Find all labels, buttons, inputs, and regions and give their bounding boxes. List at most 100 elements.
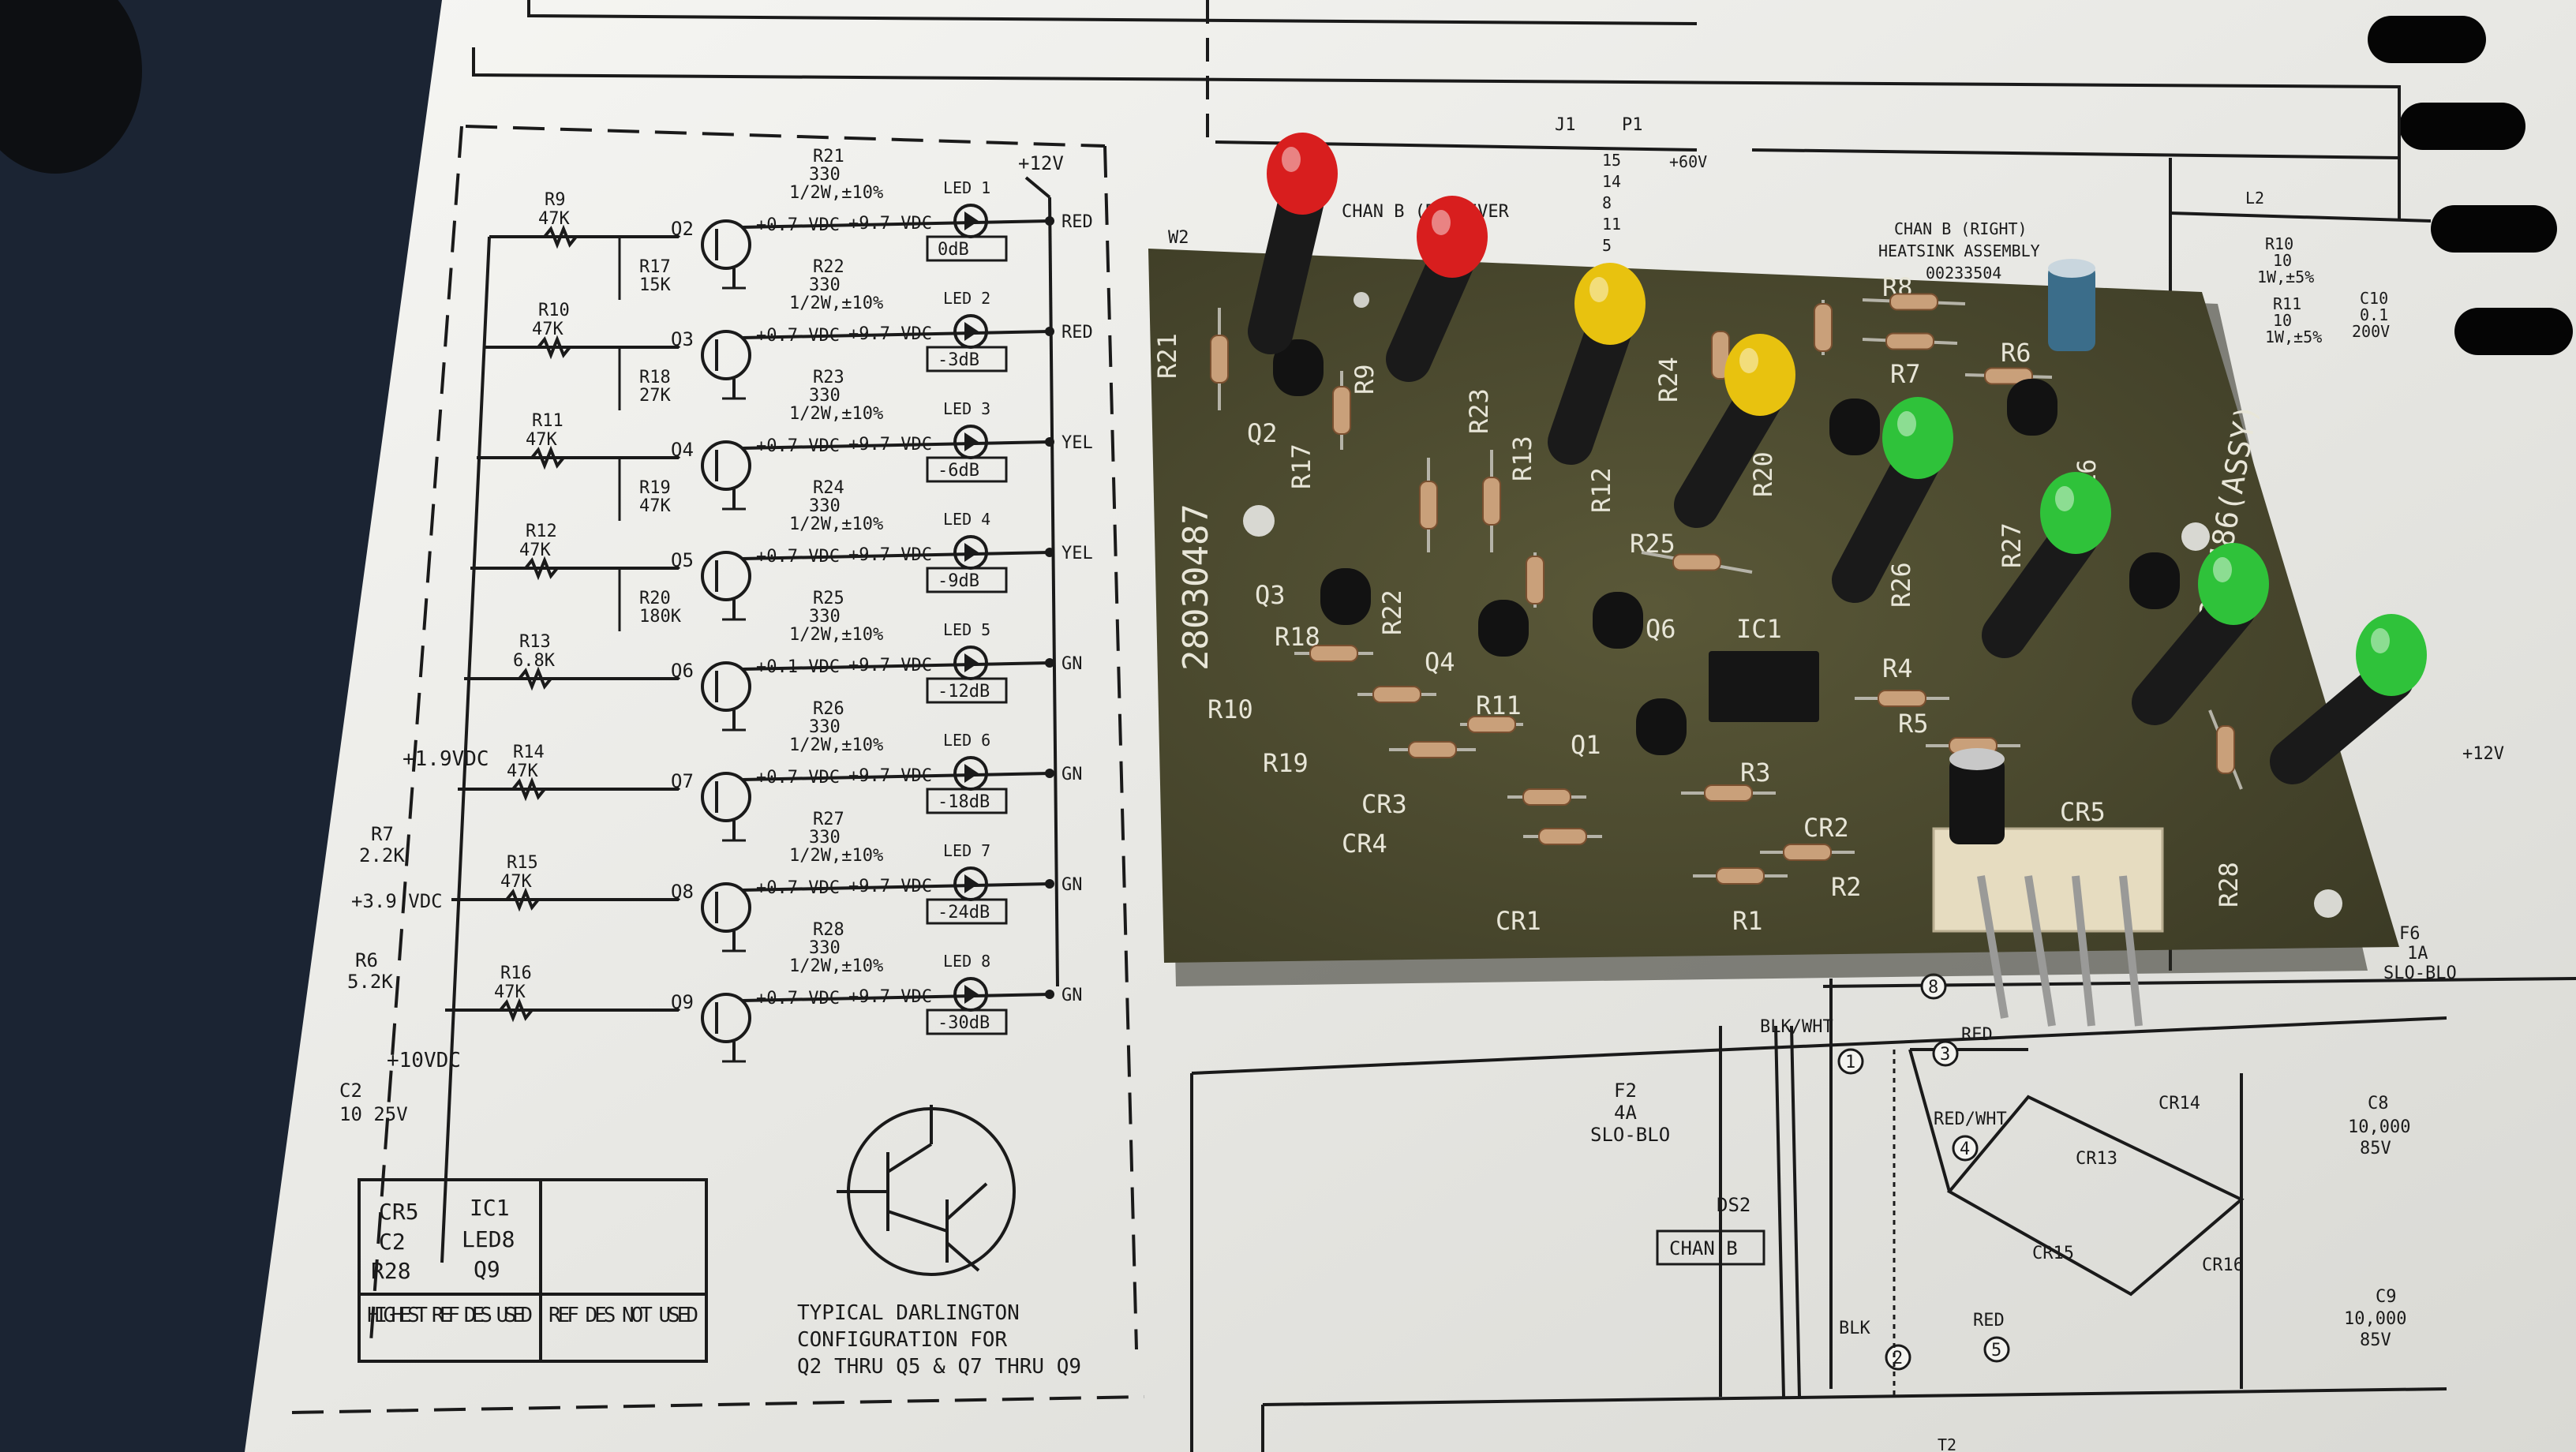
resistor-body <box>1526 556 1544 604</box>
divider-r7-val: 2.2K <box>359 844 405 866</box>
divider-c2-ref: C2 <box>339 1080 362 1102</box>
led-highlight <box>1897 411 1916 436</box>
pin-marker-label: 8 <box>1928 978 1938 997</box>
c9-val: 10,000 <box>2344 1309 2406 1329</box>
led-ref: LED 7 <box>943 841 990 860</box>
led-highlight <box>1282 147 1301 172</box>
silkscreen-label: R19 <box>1263 748 1309 778</box>
base-resistor-value: 47K <box>519 541 551 560</box>
base-resistor-value: 47K <box>532 320 564 339</box>
level-box <box>926 1009 1008 1035</box>
divider-chain: +1.9VDC R7 2.2K +3.9 VDC R6 5.2K +10VDC … <box>339 152 1064 1125</box>
pcb-resistors <box>1210 293 2243 885</box>
divider-c2-val: 10 25V <box>339 1103 408 1125</box>
transistor-ref: Q2 <box>671 218 694 240</box>
connector-j1: J1 <box>1555 115 1576 135</box>
pin-marker-label: 3 <box>1940 1045 1950 1065</box>
c9-rating: 85V <box>2360 1330 2391 1350</box>
background-object <box>0 0 142 174</box>
supply-label-12v: +12V <box>1018 152 1064 174</box>
collector-voltage: +9.7 VDC <box>848 545 932 565</box>
silkscreen-label: R27 <box>1997 522 2027 568</box>
collector-resistor-value: 330 <box>809 165 841 185</box>
silkscreen-label: R3 <box>1740 758 1771 788</box>
collector-voltage: +9.7 VDC <box>848 214 932 234</box>
silkscreen-label: R6 <box>2001 338 2031 368</box>
r10-right-val: 10 <box>2273 251 2292 270</box>
darlington-symbol <box>837 1105 1016 1276</box>
base-resistor-value: 47K <box>507 762 538 781</box>
resistor-body <box>1814 303 1833 352</box>
base-resistor-value: 47K <box>500 872 532 892</box>
collector-voltage: +9.7 VDC <box>848 987 932 1007</box>
ref-table-cell: LED8 <box>462 1226 515 1252</box>
led-lens <box>2198 543 2269 625</box>
emitter-resistor-ref: R18 <box>639 368 671 387</box>
collector-voltage: +9.7 VDC <box>848 877 932 896</box>
connector-pin: 15 <box>1602 151 1621 170</box>
base-resistor-ref: R14 <box>513 743 545 762</box>
pcb-led <box>1982 472 2111 658</box>
level-label: -12dB <box>938 682 990 702</box>
blue-capacitor <box>2048 264 2095 351</box>
transistor-symbol <box>701 882 751 933</box>
divider-r6-ref: R6 <box>355 949 378 971</box>
resistor-body <box>1482 477 1501 526</box>
collector-voltage: +9.7 VDC <box>848 656 932 675</box>
silkscreen-label: R12 <box>1586 467 1616 513</box>
capacitor-top <box>1949 748 2005 770</box>
ref-table-cell: C2 <box>379 1229 406 1255</box>
silkscreen-label: R26 <box>1886 562 1916 608</box>
transformer-label: T2 <box>1938 1435 1956 1452</box>
base-resistor-ref: R10 <box>538 301 570 320</box>
ds2-label: DS2 <box>1717 1194 1750 1216</box>
transistor-symbol <box>701 661 751 712</box>
transistor-package <box>1636 698 1687 755</box>
silkscreen-label: R2 <box>1831 872 1862 902</box>
pin-marker-label: 4 <box>1960 1140 1970 1159</box>
blue-capacitor-top <box>2048 259 2095 278</box>
heatsink-label: CHAN B (RIGHT) <box>1894 219 2027 238</box>
connector-pin: 14 <box>1602 172 1621 191</box>
pin-marker-label: 5 <box>1991 1341 2001 1360</box>
f6-type: SLO-BLO <box>2383 964 2457 983</box>
connector-pin: 5 <box>1602 236 1612 255</box>
base-voltage: +0.7 VDC <box>756 326 840 346</box>
collector-resistor-rating: 1/2W,±10% <box>789 846 883 866</box>
supply-label-60v: +60V <box>1669 152 1707 171</box>
diode-label: CR14 <box>2159 1094 2200 1113</box>
led-color-label: GN <box>1061 765 1083 784</box>
collector-resistor-rating: 1/2W,±10% <box>789 625 883 645</box>
c10-ref: C10 <box>2360 289 2388 308</box>
led-ref: LED 1 <box>943 178 990 197</box>
silkscreen-label: R5 <box>1898 709 1929 739</box>
collector-resistor-rating: 1/2W,±10% <box>789 294 883 313</box>
level-label: -9dB <box>938 571 979 591</box>
pcb-board: 28030487 00233486(ASSY) R21Q2R9R17R23R13… <box>1148 133 2427 1027</box>
darlington-caption-line: Q2 THRU Q5 & Q7 THRU Q9 <box>797 1355 1081 1379</box>
collector-resistor-ref: R26 <box>813 699 844 719</box>
base-resistor-ref: R13 <box>519 632 551 652</box>
silkscreen-label: R13 <box>1507 436 1537 481</box>
led-ref: LED 6 <box>943 731 990 750</box>
led-color-label: GN <box>1061 875 1083 895</box>
led-lens <box>2040 472 2111 554</box>
chan-b-box-label: CHAN B <box>1669 1237 1738 1259</box>
ref-des-table: CR5 IC1 C2 LED8 R28 Q9 HIGHEST REF DES U… <box>358 1178 708 1363</box>
ref-table-cell: CR5 <box>379 1199 419 1225</box>
emitter-resistor-ref: R19 <box>639 478 671 498</box>
transistor-ref: Q8 <box>671 881 694 903</box>
base-voltage: +0.7 VDC <box>756 768 840 788</box>
collector-resistor-value: 330 <box>809 496 841 516</box>
c9-ref: C9 <box>2376 1287 2397 1307</box>
collector-voltage: +9.7 VDC <box>848 435 932 455</box>
emitter-resistor-value: 27K <box>639 386 671 406</box>
mount-hole <box>1243 505 1275 537</box>
transistor-symbol <box>701 993 751 1043</box>
mount-hole <box>2181 522 2210 551</box>
